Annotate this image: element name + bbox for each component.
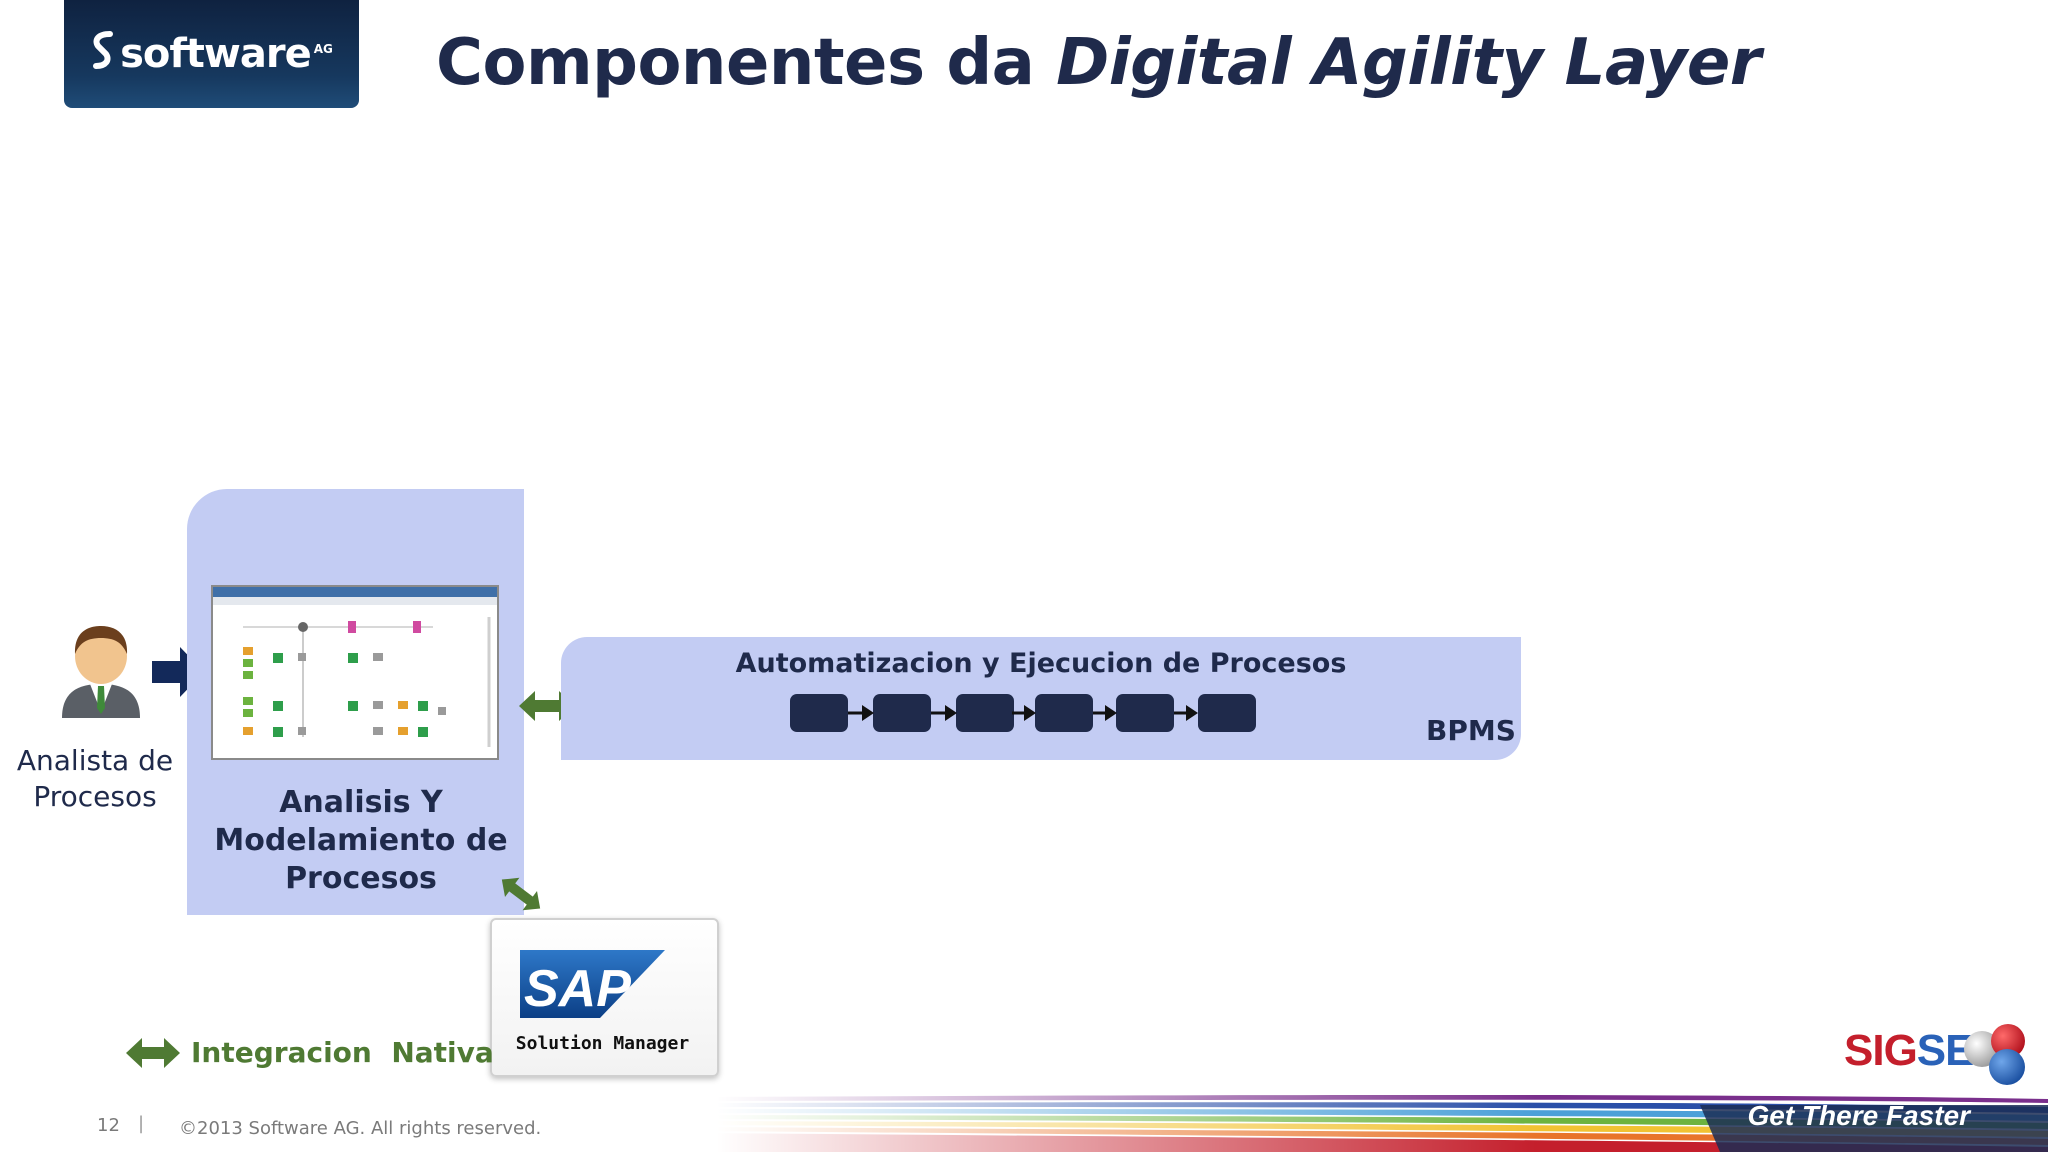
sap-logo-text: SAP: [524, 960, 631, 1018]
analyst-label-line2: Procesos: [33, 780, 157, 813]
double-arrow-icon: [126, 1038, 180, 1068]
process-step: [1035, 694, 1093, 732]
title-italic: Digital Agility Layer: [1056, 26, 1761, 100]
process-step: [1198, 694, 1256, 732]
bpms-title: Automatizacion y Ejecucion de Procesos: [735, 648, 1347, 679]
analyst-label: Analista de Procesos: [10, 743, 180, 815]
logo-wordmark: software: [120, 31, 312, 77]
software-ag-logo: software AG: [64, 0, 359, 108]
sap-solution-manager-box: SAP: [490, 918, 719, 1077]
page-number: 12: [97, 1115, 120, 1136]
title-plain: Componentes da: [436, 26, 1057, 100]
logo-suffix: AG: [313, 42, 333, 56]
modeling-label-line1: Analisis Y: [279, 785, 443, 820]
flow-arrow-icon: [1093, 705, 1117, 721]
sap-logo: SAP: [520, 950, 665, 1018]
copyright-text: ©2013 Software AG. All rights reserved.: [179, 1118, 542, 1139]
process-step: [956, 694, 1014, 732]
flow-arrow-icon: [931, 705, 957, 721]
tagline: Get There Faster: [1747, 1100, 1970, 1131]
process-step: [873, 694, 931, 732]
process-step: [1116, 694, 1174, 732]
process-step: [790, 694, 848, 732]
process-diagram-thumbnail: [213, 587, 497, 747]
sap-subtitle: Solution Manager: [515, 1033, 690, 1054]
footer-color-stripe: [0, 1085, 2048, 1152]
sigse-logo-text: SIGSE: [1844, 1026, 1974, 1076]
sigse-logo-spheres: [1964, 1024, 2025, 1085]
software-ag-mark-icon: [90, 30, 116, 78]
flow-arrow-icon: [848, 705, 874, 721]
modeling-label-line2: Modelamiento de: [214, 823, 508, 858]
legend-label: Integracion Nativa: [191, 1036, 494, 1069]
integration-arrow-diagonal-icon: [501, 877, 541, 911]
analyst-label-line1: Analista de: [16, 744, 174, 777]
flow-arrow-icon: [1012, 705, 1036, 721]
modeling-label-line3: Procesos: [285, 861, 437, 896]
bpms-label: BPMS: [1426, 714, 1516, 747]
person-icon: [62, 626, 140, 718]
page-title: Componentes da Digital Agility Layer: [436, 26, 1761, 100]
modeling-label: Analisis Y Modelamiento de Procesos: [200, 784, 522, 898]
flow-arrow-icon: [1174, 705, 1198, 721]
sigse-logo-part1: SIG: [1844, 1026, 1918, 1075]
process-model-screenshot: [211, 585, 499, 760]
footer-separator: |: [138, 1113, 145, 1134]
